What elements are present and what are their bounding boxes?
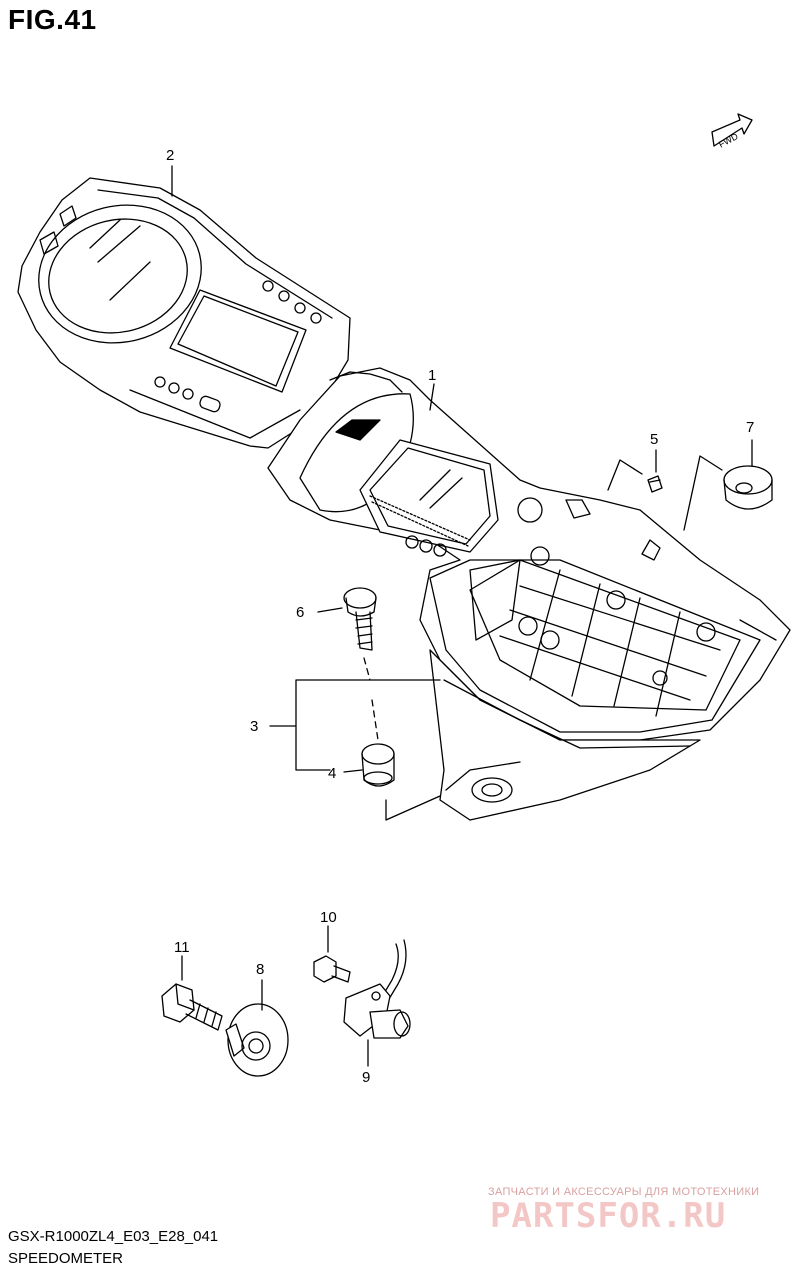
callout-2: 2	[166, 147, 174, 164]
fwd-arrow-icon: FWD	[711, 113, 753, 150]
callout-8: 8	[256, 961, 264, 978]
callout-4: 4	[328, 765, 336, 782]
callout-10: 10	[320, 909, 337, 926]
watermark-brand: PARTSFOR.RU	[490, 1196, 727, 1236]
screw-part-5	[647, 449, 663, 493]
speed-sensor-part-9	[343, 939, 411, 1067]
washer-part-8	[225, 979, 289, 1077]
callout-6: 6	[296, 604, 304, 621]
meter-assembly	[267, 367, 791, 741]
grommet-part-7	[723, 439, 773, 510]
grommet-part-4	[343, 699, 395, 787]
screw-part-6	[317, 587, 377, 681]
bolt-part-10	[313, 925, 351, 983]
callout-3: 3	[250, 718, 258, 735]
callout-11: 11	[174, 939, 190, 956]
bolt-part-11	[161, 955, 223, 1031]
meter-case-lower	[429, 649, 701, 821]
watermark-subtitle: ЗАПЧАСТИ И АКСЕССУАРЫ ДЛЯ МОТОТЕХНИКИ	[488, 1186, 760, 1198]
callout-9: 9	[362, 1069, 370, 1086]
callout-7: 7	[746, 419, 754, 436]
meter-cover-upper	[17, 177, 351, 449]
callout-1: 1	[428, 367, 436, 384]
bracket-part-3	[269, 679, 441, 771]
section-name: SPEEDOMETER	[8, 1250, 124, 1267]
callout-5: 5	[650, 431, 658, 448]
model-code: GSX-R1000ZL4_E03_E28_041	[8, 1228, 219, 1245]
figure-title: FIG.41	[8, 4, 97, 35]
